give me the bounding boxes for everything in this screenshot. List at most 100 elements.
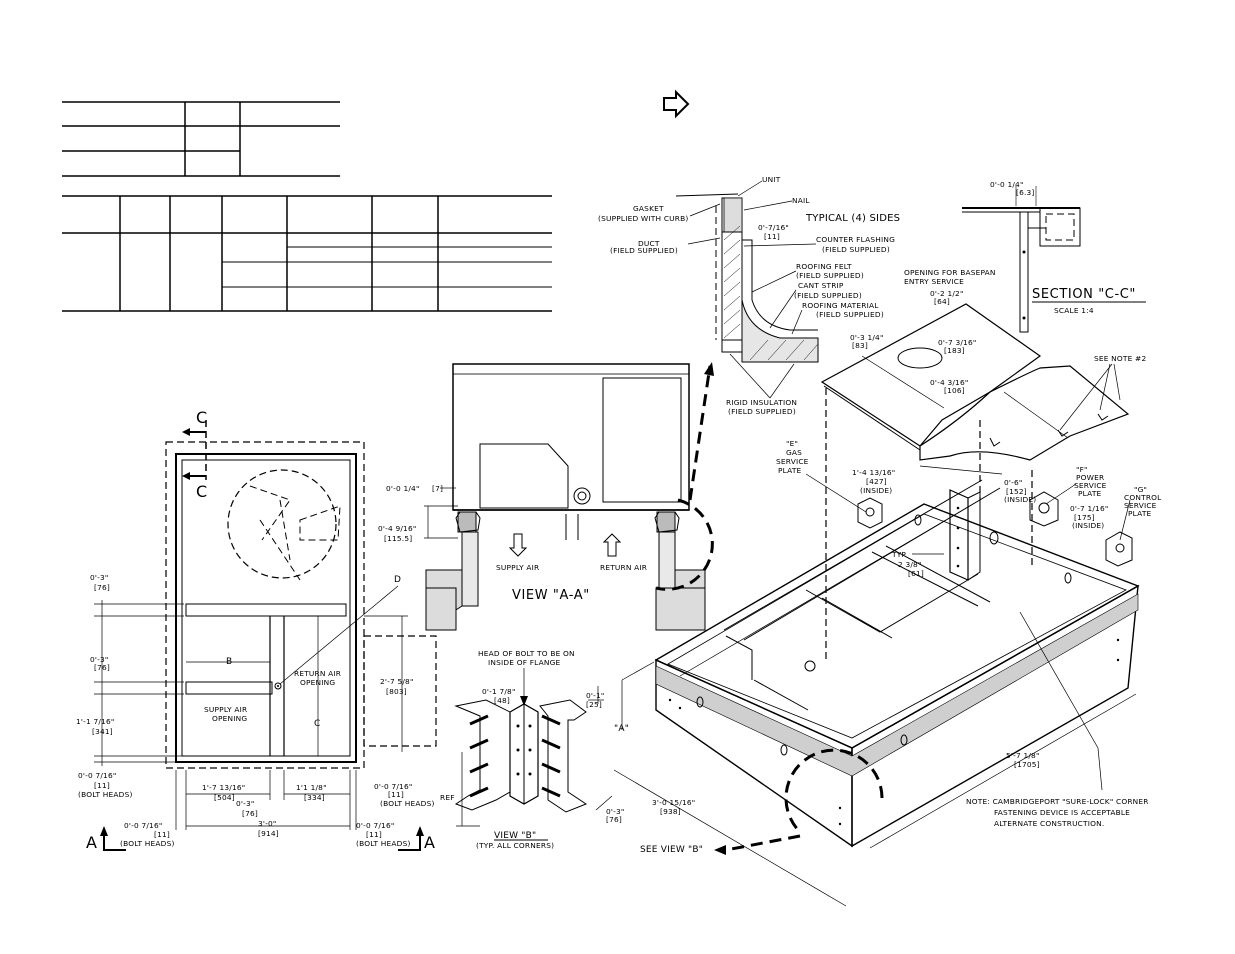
view-aa-title: VIEW "A-A" — [512, 588, 590, 603]
dim-1-1-1-8: 1'1 1/8" — [296, 783, 327, 792]
label-plate-f-4: PLATE — [1078, 489, 1102, 498]
label-plate-e-2: GAS — [786, 448, 802, 457]
label-supply-air-opening-2: OPENING — [212, 714, 247, 723]
label-b: B — [226, 657, 232, 667]
label-typical-sides: TYPICAL (4) SIDES — [805, 213, 900, 224]
dim-2-3-8: 2 3/8" — [898, 560, 922, 569]
section-cc-title: SECTION "C-C" — [1032, 287, 1136, 302]
dim-0-3-d: 0'-3" — [606, 807, 625, 816]
label-inside-3: (INSIDE) — [1072, 521, 1104, 530]
detail-arrow-icon — [704, 362, 714, 376]
dim-0-7-16: 0'-7/16" — [758, 223, 789, 232]
label-opening-basepan-2: ENTRY SERVICE — [904, 277, 964, 286]
dim-bottom-right: 0'-0 7/16" — [356, 821, 394, 830]
marker-a-left: A — [86, 833, 97, 852]
dim-bottom-left-mm: [11] — [154, 830, 170, 839]
view-b-title: VIEW "B" — [494, 831, 536, 841]
label-unit: UNIT — [762, 175, 781, 184]
dim-0-6: 0'-6" — [1004, 478, 1023, 487]
dim-0-3-c-mm: [76] — [242, 809, 258, 818]
dim-left-0-0-7-16-mm: [11] — [94, 781, 110, 790]
dim-view-aa-1-mm: [7] — [432, 484, 443, 493]
view-b-corner — [454, 699, 588, 813]
dim-0-7-1-16: 0'-7 1/16" — [1070, 504, 1108, 513]
dim-3-0-15-16: 3'-0 15/16" — [652, 798, 695, 807]
dim-0-3-1-4-mm: [83] — [852, 341, 868, 350]
view-aa-curb-left — [425, 511, 481, 631]
dim-3-0-mm: [914] — [258, 829, 279, 838]
plan-inner-dims — [186, 616, 319, 756]
dim-0-3-c: 0'-3" — [236, 799, 255, 808]
label-plate-f-1: "F" — [1076, 465, 1088, 474]
label-roofing-felt-sub: (FIELD SUPPLIED) — [796, 271, 864, 280]
dim-3-0-15-16-mm: [938] — [660, 807, 681, 816]
dim-2-7-5-8-mm: [803] — [386, 687, 407, 696]
label-roofing-material-sub: (FIELD SUPPLIED) — [816, 310, 884, 319]
label-plate-g-4: PLATE — [1128, 509, 1152, 518]
flashing-detail — [675, 193, 819, 363]
label-plate-f-2: POWER — [1076, 473, 1104, 482]
dim-0-1-7-8-mm: [48] — [494, 696, 510, 705]
section-c-bottom: C — [196, 482, 207, 501]
dim-view-b-left: 0'-0 7/16" — [374, 782, 412, 791]
dim-0-1-7-8: 0'-1 7/8" — [482, 687, 516, 696]
label-roofing-material: ROOFING MATERIAL — [802, 301, 879, 310]
view-aa-detail-circle — [655, 498, 714, 591]
section-a-marker-left — [100, 826, 126, 851]
label-see-note-2: SEE NOTE #2 — [1094, 354, 1146, 363]
section-cc-scale: SCALE 1:4 — [1054, 306, 1094, 315]
dim-section-cc: 0'-0 1/4" — [990, 180, 1024, 189]
label-plate-e-4: PLATE — [778, 466, 802, 475]
label-plate-e-1: "E" — [786, 439, 798, 448]
note-line-2: FASTENING DEVICE IS ACCEPTABLE — [994, 808, 1130, 817]
dim-bottom-right-mm: [11] — [366, 830, 382, 839]
dim-1-1-1-8-mm: [334] — [304, 793, 325, 802]
label-see-view-b: SEE VIEW "B" — [640, 845, 703, 855]
dim-0-3-d-mm: [76] — [606, 815, 622, 824]
section-c-top: C — [196, 408, 207, 427]
label-a-iso: "A" — [614, 724, 629, 734]
marker-a-right: A — [424, 833, 435, 852]
iso-leaders — [613, 465, 1137, 907]
dim-5-7-1-8-mm: [1705] — [1014, 760, 1040, 769]
top-table — [62, 101, 340, 177]
dim-1-4-13-16: 1'-4 13/16" — [852, 468, 895, 477]
dim-view-aa-2-mm: [115.5] — [384, 534, 412, 543]
label-inside-1: (INSIDE) — [860, 486, 892, 495]
dim-view-aa-1: 0'-0 1/4" — [386, 484, 420, 493]
dim-0-3-1-4: 0'-3 1/4" — [850, 333, 884, 342]
label-inside-2: (INSIDE) — [1004, 495, 1036, 504]
dim-2-7-5-8: 2'-7 5/8" — [380, 677, 414, 686]
label-cant-strip: CANT STRIP — [798, 281, 844, 290]
dim-0-1: 0'-1" — [586, 691, 605, 700]
label-nail: NAIL — [792, 196, 810, 205]
section-a-marker-right — [398, 826, 424, 851]
dim-bottom-right-bolt: (BOLT HEADS) — [356, 839, 411, 848]
label-return-air: RETURN AIR — [600, 563, 647, 572]
flashing-leaders — [687, 180, 817, 399]
label-supply-air: SUPPLY AIR — [496, 563, 539, 572]
cover-panel — [820, 303, 1130, 461]
dim-left-0-3-b-mm: [76] — [94, 663, 110, 672]
dim-0-7-1-16-mm: [175] — [1074, 513, 1095, 522]
dim-5-7-1-8: 5'-7 1/8" — [1006, 751, 1040, 760]
dim-0-7-3-16: 0'-7 3/16" — [938, 338, 976, 347]
dim-1-7-13-16-mm: [504] — [214, 793, 235, 802]
label-return-air-opening-2: OPENING — [300, 678, 335, 687]
dim-1-4-13-16-mm: [427] — [866, 477, 887, 486]
dim-view-b-left-mm: [11] — [388, 790, 404, 799]
label-duct-sub: (FIELD SUPPLIED) — [610, 246, 678, 255]
label-plate-g-1: "G" — [1134, 485, 1147, 494]
label-plate-e-3: SERVICE — [776, 457, 809, 466]
dim-section-cc-mm: [6.3] — [1016, 188, 1035, 197]
label-rigid-insulation: RIGID INSULATION — [726, 398, 797, 407]
label-plate-g-2: CONTROL — [1124, 493, 1162, 502]
label-return-air-opening: RETURN AIR — [294, 669, 341, 678]
note-line-3: ALTERNATE CONSTRUCTION. — [994, 819, 1104, 828]
label-gasket: GASKET — [633, 204, 664, 213]
dim-0-2-1-2-mm: [64] — [934, 297, 950, 306]
dim-0-7-16-mm: [11] — [764, 232, 780, 241]
view-aa-dim-lines — [424, 487, 458, 539]
note-2-leaders — [1059, 363, 1121, 431]
